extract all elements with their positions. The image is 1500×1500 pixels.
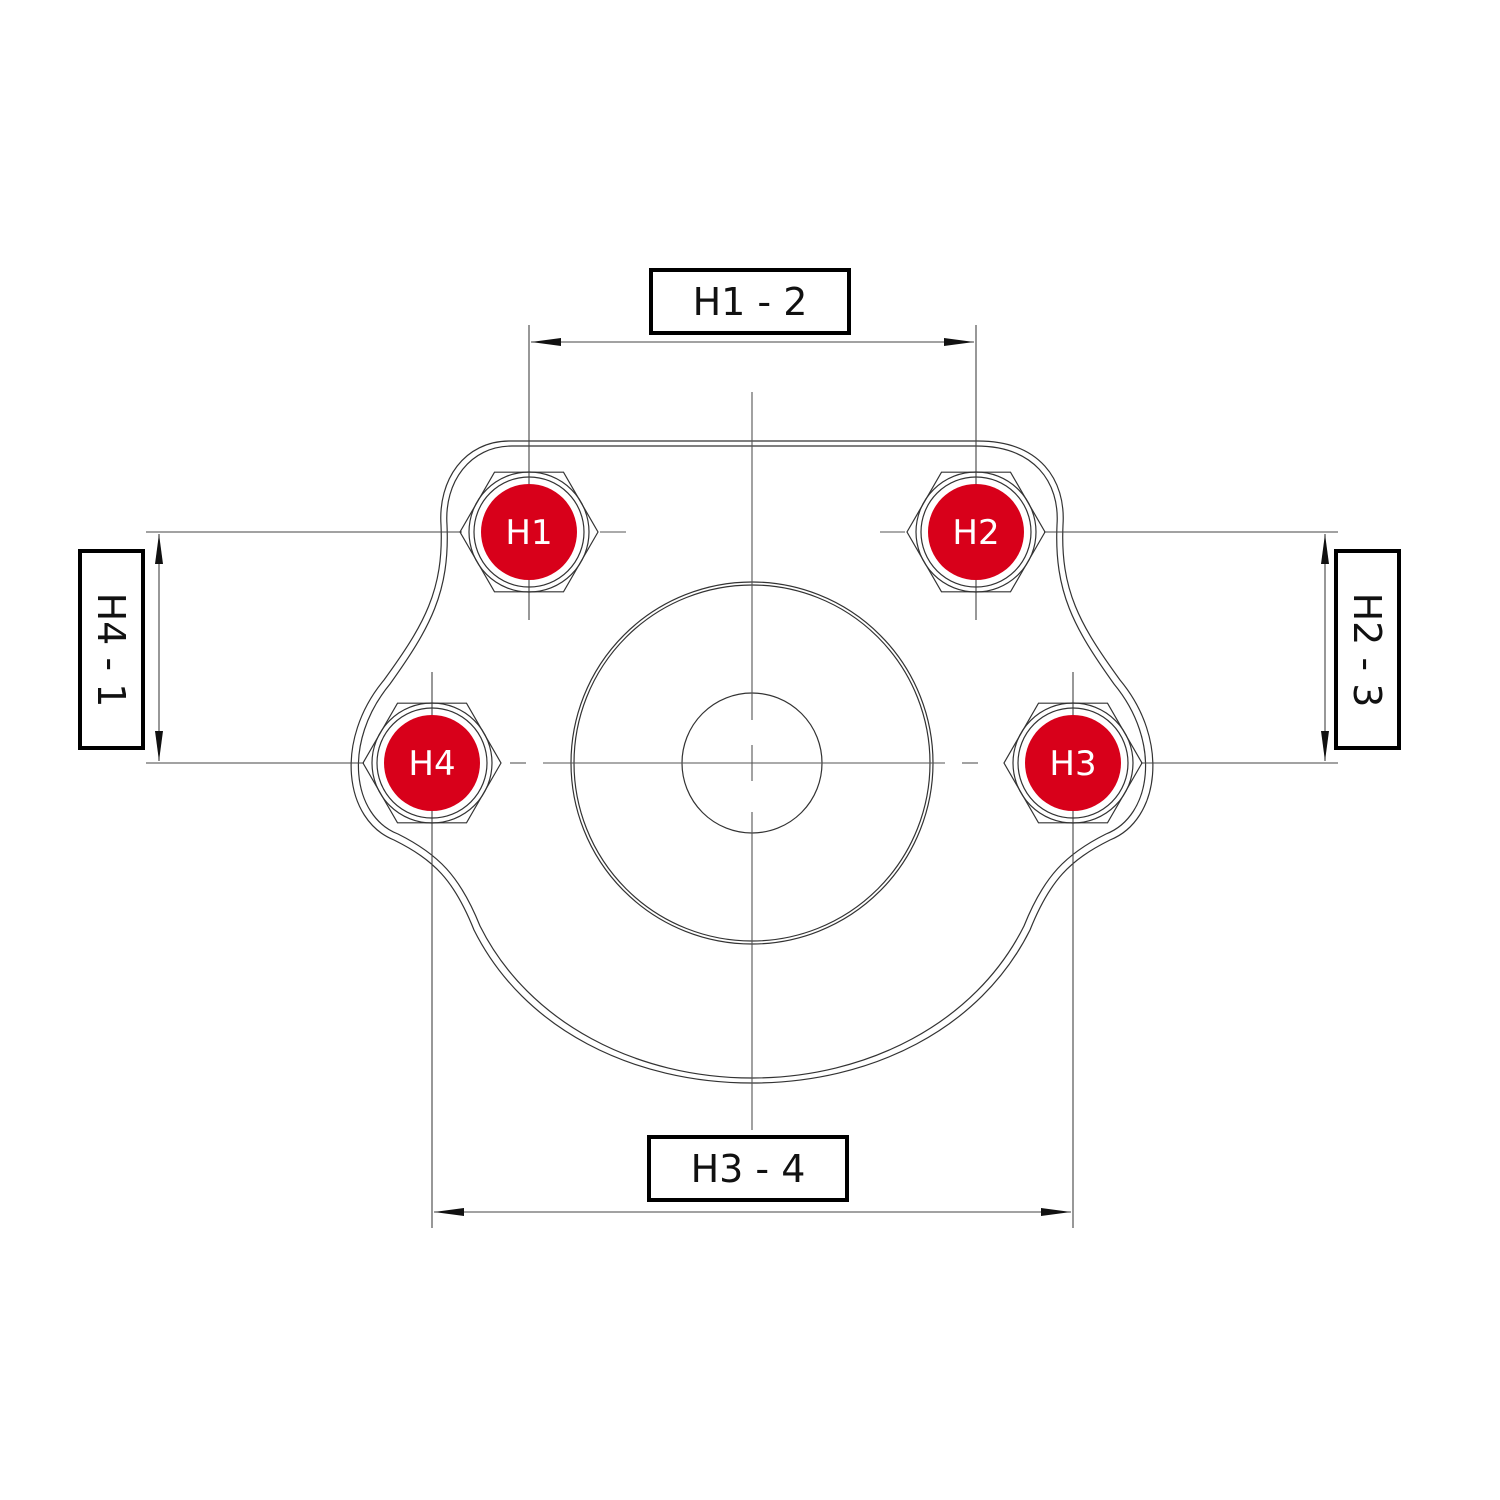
bolt-hole-h1: H1 [459, 471, 599, 593]
washer-ring [1012, 702, 1134, 824]
dimension-text-h1-2: H1 - 2 [693, 280, 808, 324]
dimension-lines [155, 338, 1329, 1216]
hole-marker [384, 715, 480, 811]
hex-nut-outline [459, 471, 599, 593]
hex-nut-outline [1003, 702, 1143, 824]
hole-marker [481, 484, 577, 580]
washer-ring [468, 471, 590, 593]
hole-marker [928, 484, 1024, 580]
dimension-text-h4-1: H4 - 1 [89, 593, 133, 708]
dimension-text-h2-3: H2 - 3 [1345, 593, 1389, 708]
washer-ring [473, 476, 585, 588]
washer-ring [915, 471, 1037, 593]
hex-nut-outline [362, 702, 502, 824]
washer-ring [371, 702, 493, 824]
dimension-label-h4-1: H4 - 1 [78, 549, 145, 750]
hole-marker [1025, 715, 1121, 811]
dimension-label-h2-3: H2 - 3 [1334, 549, 1401, 750]
hole-label-h2: H2 [952, 513, 999, 553]
washer-ring [1017, 707, 1129, 819]
hole-label-h4: H4 [408, 744, 455, 784]
dimension-label-h3-4: H3 - 4 [647, 1135, 849, 1202]
dimension-text-h3-4: H3 - 4 [691, 1147, 806, 1191]
bolt-hole-h3: H3 [1003, 702, 1143, 824]
bolt-hole-h2: H2 [906, 471, 1046, 593]
hole-label-h1: H1 [505, 513, 552, 553]
center-lines [510, 392, 978, 1130]
hex-nut-outline [906, 471, 1046, 593]
extension-lines [146, 325, 1338, 1228]
hole-label-h3: H3 [1049, 744, 1096, 784]
washer-ring [920, 476, 1032, 588]
washer-ring [376, 707, 488, 819]
dimension-label-h1-2: H1 - 2 [649, 268, 851, 335]
bolt-hole-h4: H4 [362, 702, 502, 824]
